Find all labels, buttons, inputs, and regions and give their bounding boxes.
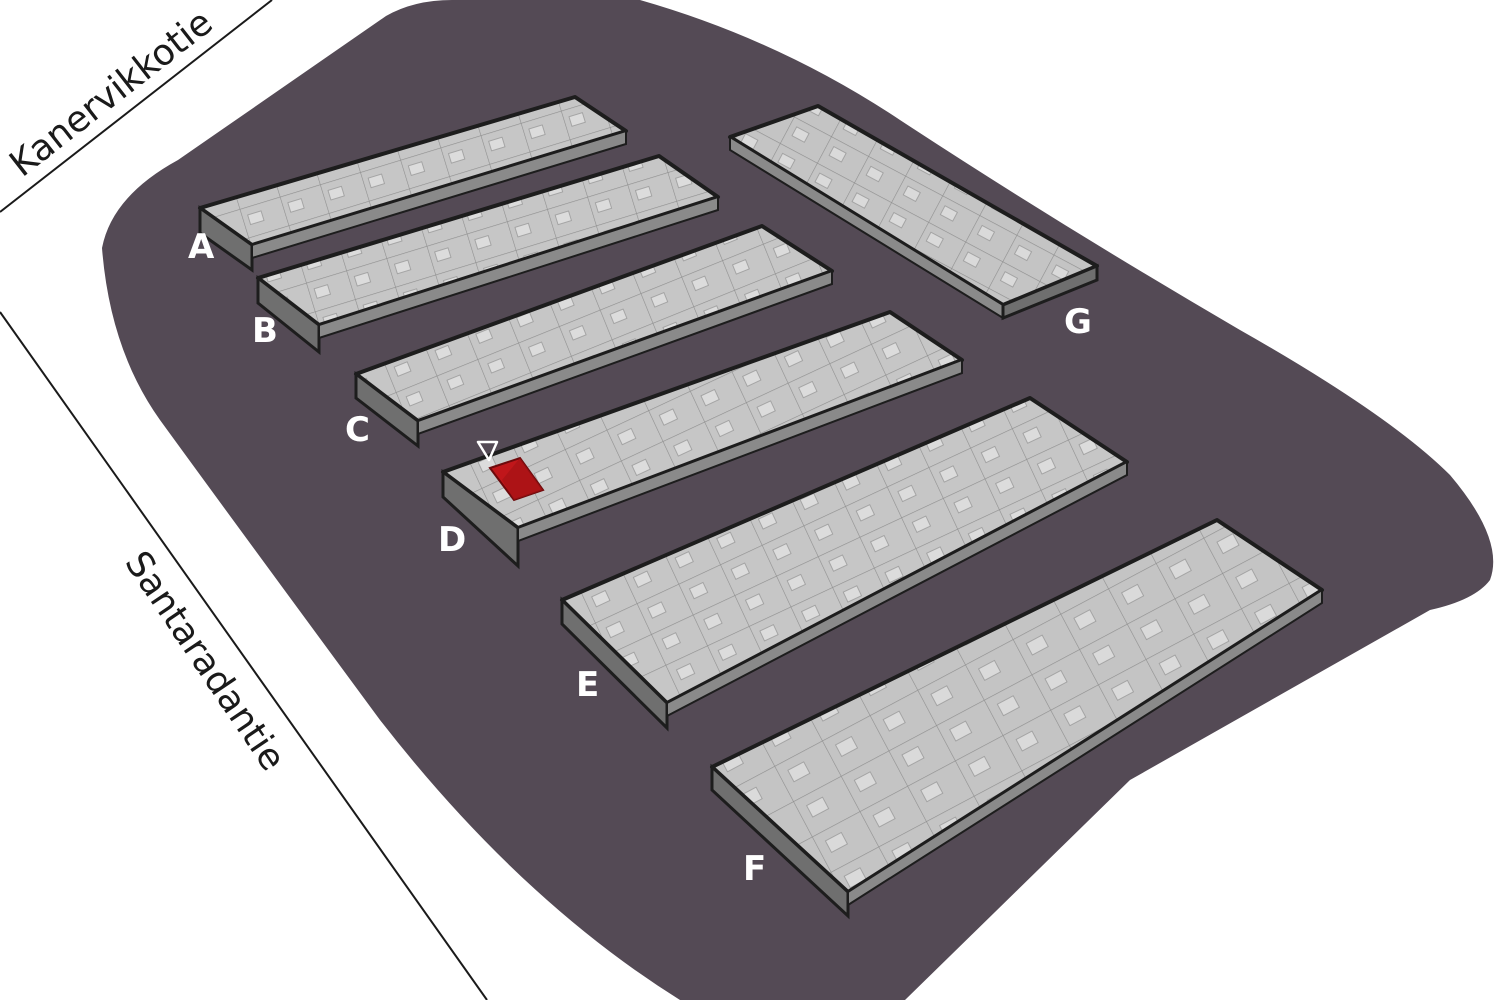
street-line-west xyxy=(0,311,488,1000)
building-d[interactable] xyxy=(441,310,964,570)
building-b[interactable] xyxy=(256,154,720,356)
building-label-c: C xyxy=(345,410,370,450)
building-label-b: B xyxy=(252,311,278,351)
building-label-a: A xyxy=(188,227,215,267)
building-label-f: F xyxy=(743,849,766,889)
building-label-e: E xyxy=(576,665,599,705)
building-f[interactable] xyxy=(710,518,1324,920)
building-g[interactable] xyxy=(728,104,1099,321)
building-label-g: G xyxy=(1064,302,1092,342)
building-a[interactable] xyxy=(198,95,628,273)
street-line-north xyxy=(0,0,273,213)
entrance-triangle-icon xyxy=(476,440,499,462)
street-label-west: Santaradantie xyxy=(117,544,293,778)
building-e[interactable] xyxy=(560,396,1129,732)
building-label-d: D xyxy=(438,520,466,560)
building-c[interactable] xyxy=(354,224,834,450)
